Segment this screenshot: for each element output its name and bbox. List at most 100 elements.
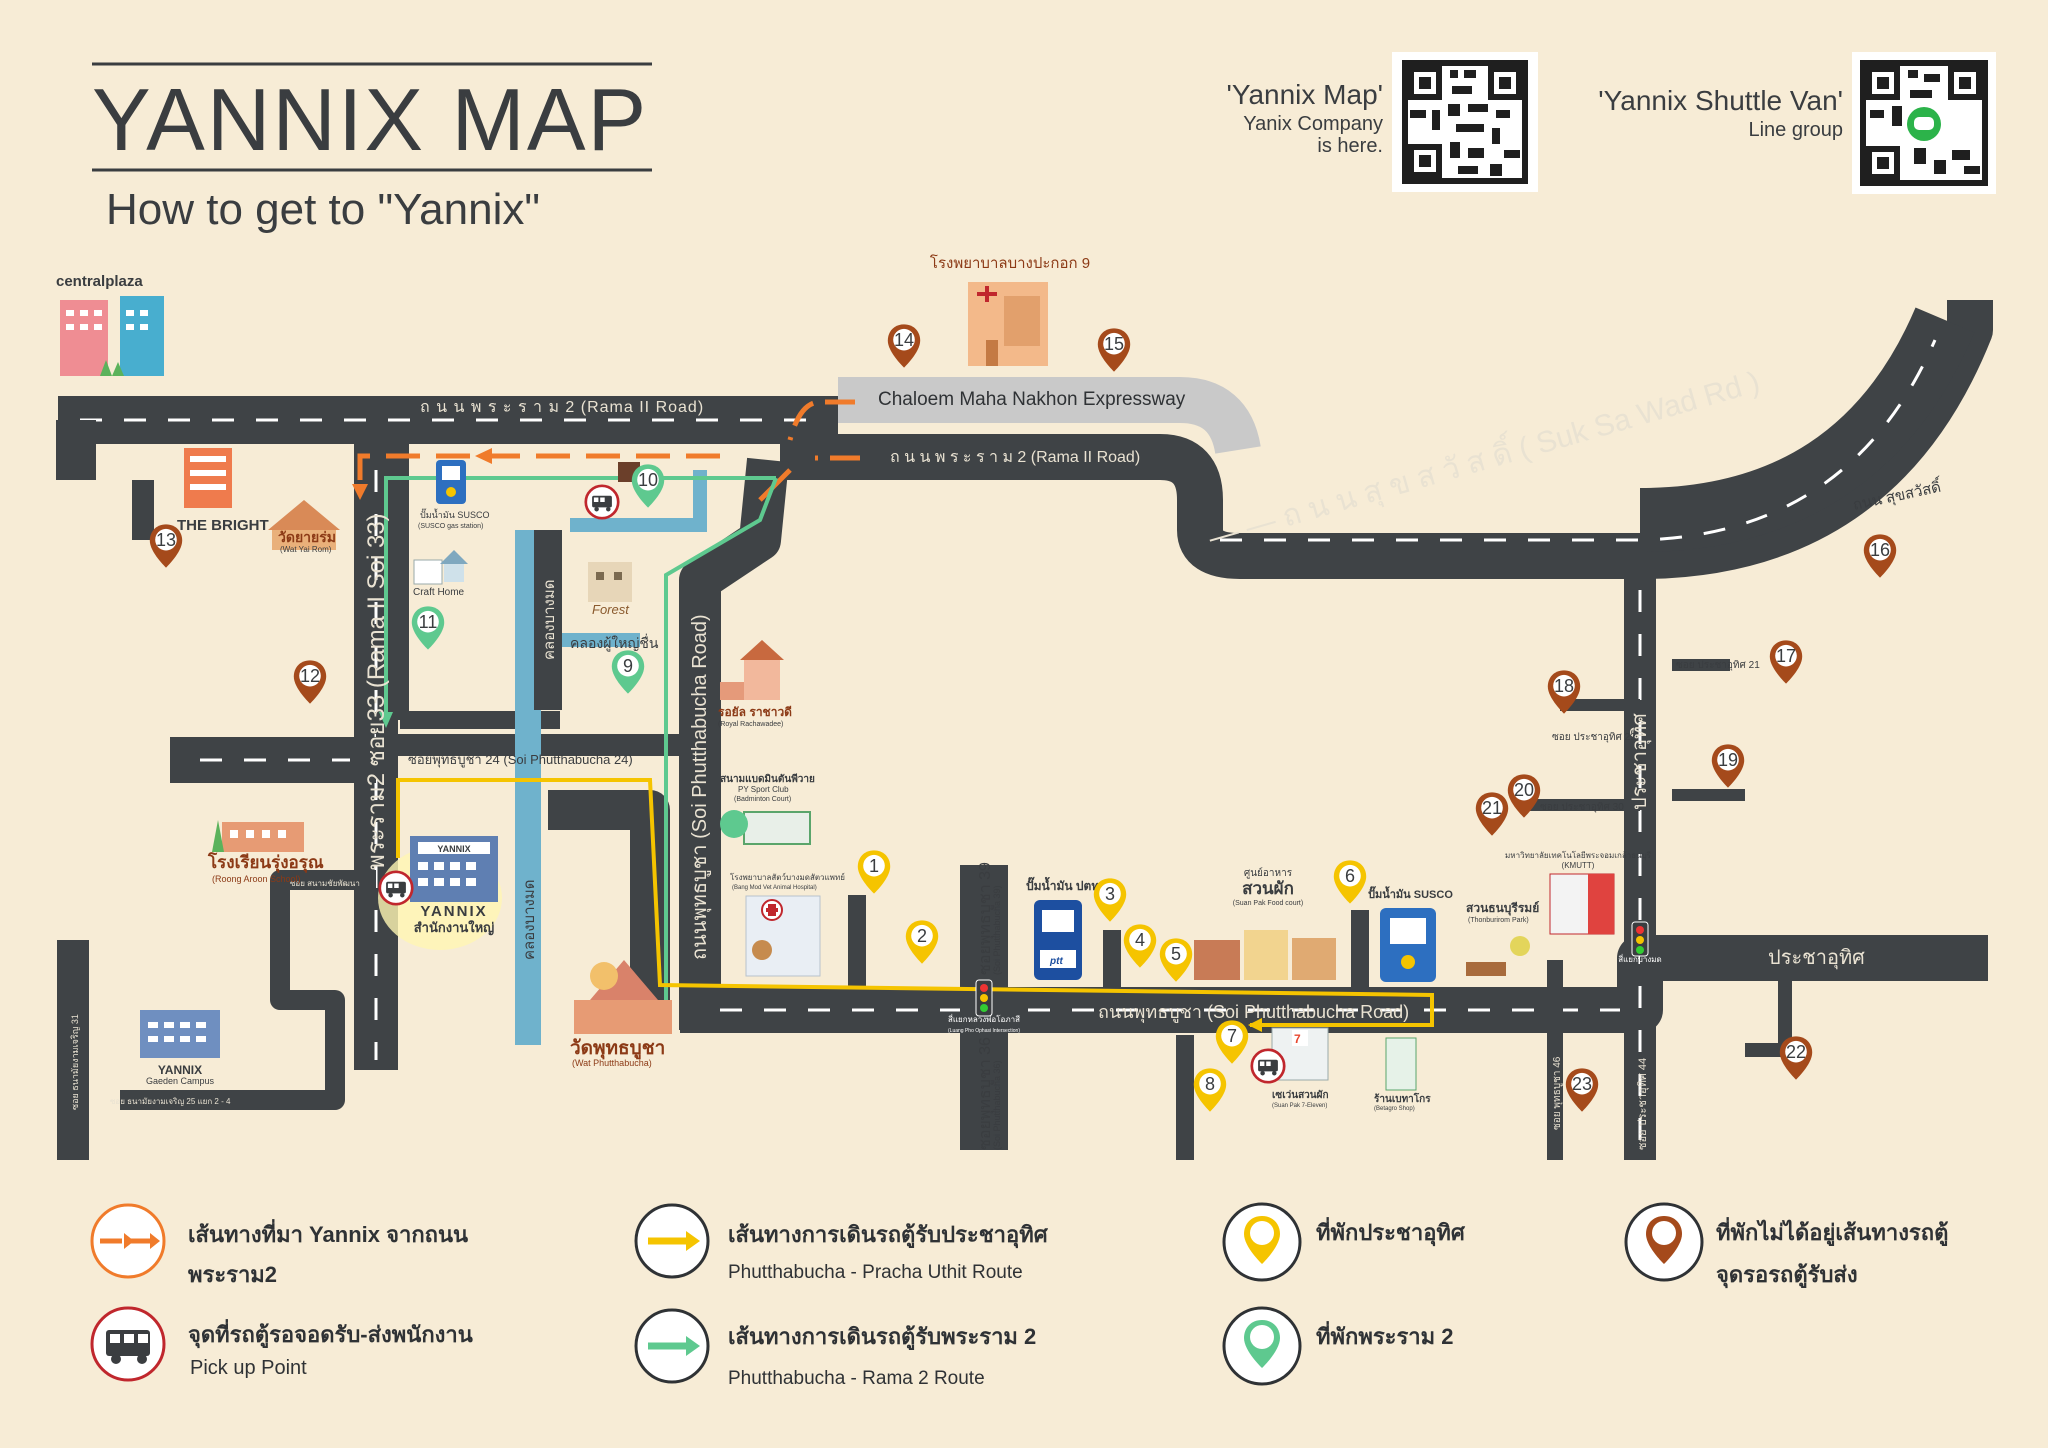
svg-text:7: 7 [1227,1026,1237,1046]
label-soi31: ซอย ธนามัยงามเจริญ 31 [70,1014,80,1110]
qr-code-map[interactable] [1392,52,1538,192]
label-soi25: ซอย ธนามัยงามเจริญ 25 แยก 2 - 4 [110,1097,231,1106]
label-yannix-sign: YANNIX [437,844,470,854]
label-roong-aroon-en: (Roong Aroon School) [212,874,301,884]
canal-upper [570,470,707,532]
pin-22[interactable]: 22 [1779,1036,1813,1080]
pin-17[interactable]: 17 [1769,640,1803,684]
pin-13[interactable]: 13 [149,524,183,568]
pin-10[interactable]: 10 [631,464,665,508]
pin-14[interactable]: 14 [887,324,921,368]
label-animal-hospital-en: (Bang Mod Vet Animal Hospital) [732,885,817,891]
svg-text:18: 18 [1554,676,1574,696]
label-phutthabucha-vertical: ถนนพุทธบูชา (Soi Phutthabucha Road) [689,614,712,960]
label-soi39-en: (Soi Phutthabucha 39) [992,885,1002,975]
svg-text:9: 9 [623,656,633,676]
label-py-sport-en1: PY Sport Club [738,785,789,794]
label-intersection-en: (Luang Pho Ophasi Intersection) [948,1028,1020,1034]
pin-1[interactable]: 1 [857,850,891,894]
header: YANNIX MAP How to get to "Yannix" [92,62,652,234]
svg-text:12: 12 [300,666,320,686]
yannix-garden-campus[interactable]: YANNIX Gaeden Campus [140,1010,220,1086]
label-betagro: ร้านเบทาโกร [1374,1092,1431,1105]
pin-5[interactable]: 5 [1159,938,1193,982]
label-ptt: ปั๊มน้ำมัน ปตท. [1026,876,1103,893]
qr-map-line1: Yanix Company [1243,113,1383,135]
pin-15[interactable]: 15 [1097,328,1131,372]
susco-station-1: ปั๊มน้ำมัน SUSCO (SUSCO gas station) [418,460,489,530]
label-prachauthit-vertical: ประชาอุทิศ [1629,713,1652,810]
pin-7[interactable]: 7 [1215,1020,1249,1064]
legend-pickup-th: จุดที่รถตู้รอจอดรับ-ส่งพนักงาน [188,1318,473,1349]
pin-2[interactable]: 2 [905,920,939,964]
label-seven-eleven: เซเว่นสวนผัก [1272,1089,1329,1101]
pins-green: 9 10 11 [411,464,665,694]
page-subtitle: How to get to "Yannix" [106,185,540,234]
label-craft-home: Craft Home [413,587,465,598]
the-bright: THE BRIGHT [177,448,269,534]
label-wat-yai-rom: วัดยายร่ม [278,529,336,545]
svg-text:1: 1 [869,856,879,876]
pin-6[interactable]: 6 [1333,860,1367,904]
label-soi22: ซอย ประชาอุทิศ 22 [1552,732,1636,743]
label-py-sport: สนามแบดมินตันพีวาย [720,773,815,785]
label-soi24: ซอยพุทธบูชา 24 (Soi Phutthabucha 24) [408,752,633,768]
label-soi46: ซอย พุทธบูชา 46 [1552,1056,1563,1130]
legend-brown-pin: ที่พักไม่ได้อยู่เส้นทางรถตู้ จุดรอรถตู้ร… [1624,1202,1948,1289]
svg-text:15: 15 [1104,334,1124,354]
label-canal-phuyaichuen: คลองผู้ใหญ่ชื่น [570,634,659,652]
label-expressway: Chaloem Maha Nakhon Expressway [878,389,1186,410]
yannix-headquarters[interactable]: YANNIX YANNIX สำนักงานใหญ่ [378,836,502,950]
thonburirom-park: สวนธนบุรีรมย์ (Thonburirom Park) [1466,901,1539,976]
wat-yai-rom: วัดยายร่ม (Wat Yai Rom) [268,500,340,554]
label-forest: Forest [592,602,630,617]
pin-12[interactable]: 12 [293,660,327,704]
label-soi36: ซอยพุทธบูชา 36 [977,1037,995,1150]
label-rama2-lower: ถ น น พ ร ะ ร า ม 2 (Rama II Road) [890,449,1140,466]
qr-code-line-group[interactable] [1852,52,1996,194]
legend-green-pin-label: ที่พักพระราม 2 [1316,1320,1453,1349]
pin-16[interactable]: 16 [1863,534,1897,578]
label-animal-hospital: โรงพยาบาลสัตว์บางมดสัตวแพทย์ [730,872,845,882]
pin-21[interactable]: 21 [1475,792,1509,836]
svg-text:11: 11 [419,612,438,632]
pin-23[interactable]: 23 [1565,1068,1599,1112]
legend-pickup: จุดที่รถตู้รอจอดรับ-ส่งพนักงาน Pick up P… [90,1306,473,1382]
label-garden-campus-en: Gaeden Campus [146,1076,215,1086]
svg-text:3: 3 [1105,884,1115,904]
pin-9[interactable]: 9 [611,650,645,694]
kmutt: มหาวิทยาลัยเทคโนโลยีพระจอมเกล้าธนบุรี (K… [1505,850,1652,935]
label-yannix-hq: YANNIX [420,903,487,920]
pickup-point-icon[interactable] [1250,1048,1286,1084]
label-soi21: ซอย ประชาอุทิศ 21 [1676,660,1760,671]
craft-home: Craft Home [413,550,468,598]
qr-van-block: 'Yannix Shuttle Van' Line group [1598,52,1996,194]
pin-4[interactable]: 4 [1123,924,1157,968]
pickup-point-icon[interactable] [378,870,414,906]
svg-text:16: 16 [1870,540,1890,560]
pin-11[interactable]: 11 [411,606,445,650]
label-suan-pak-en: (Suan Pak Food court) [1233,900,1303,907]
pin-8[interactable]: 8 [1193,1068,1227,1112]
legend-orange-route: เส้นทางที่มา Yannix จากถนน พระราม2 [90,1203,468,1287]
svg-text:19: 19 [1718,750,1738,770]
pin-19[interactable]: 19 [1711,744,1745,788]
pin-20[interactable]: 20 [1507,774,1541,818]
label-prachauthit-horizontal: ประชาอุทิศ [1768,947,1865,970]
label-royal-rachawadee-en: (Royal Rachawadee) [718,721,783,728]
pickup-point-icon[interactable] [584,484,620,520]
label-intersection: สี่แยกหลวงพ่อโอภาสี [948,1013,1020,1024]
label-hospital: โรงพยาบาลบางปะกอก 9 [930,254,1090,272]
legend-yellow-route: เส้นทางการเดินรถตู้รับประชาอุทิศ Phuttha… [634,1203,1049,1283]
svg-text:21: 21 [1482,798,1502,818]
svg-text:6: 6 [1345,866,1355,886]
animal-hospital: โรงพยาบาลสัตว์บางมดสัตวแพทย์ (Bang Mod V… [730,872,845,977]
label-thonburirom: สวนธนบุรีรมย์ [1466,901,1539,916]
label-the-bright: THE BRIGHT [177,517,269,534]
pin-3[interactable]: 3 [1093,878,1127,922]
label-soi39: ซอยพุทธบูชา 39 [977,862,995,975]
pin-18[interactable]: 18 [1547,670,1581,714]
svg-text:23: 23 [1572,1074,1592,1094]
hospital-bangpakok: โรงพยาบาลบางปะกอก 9 [930,254,1090,366]
